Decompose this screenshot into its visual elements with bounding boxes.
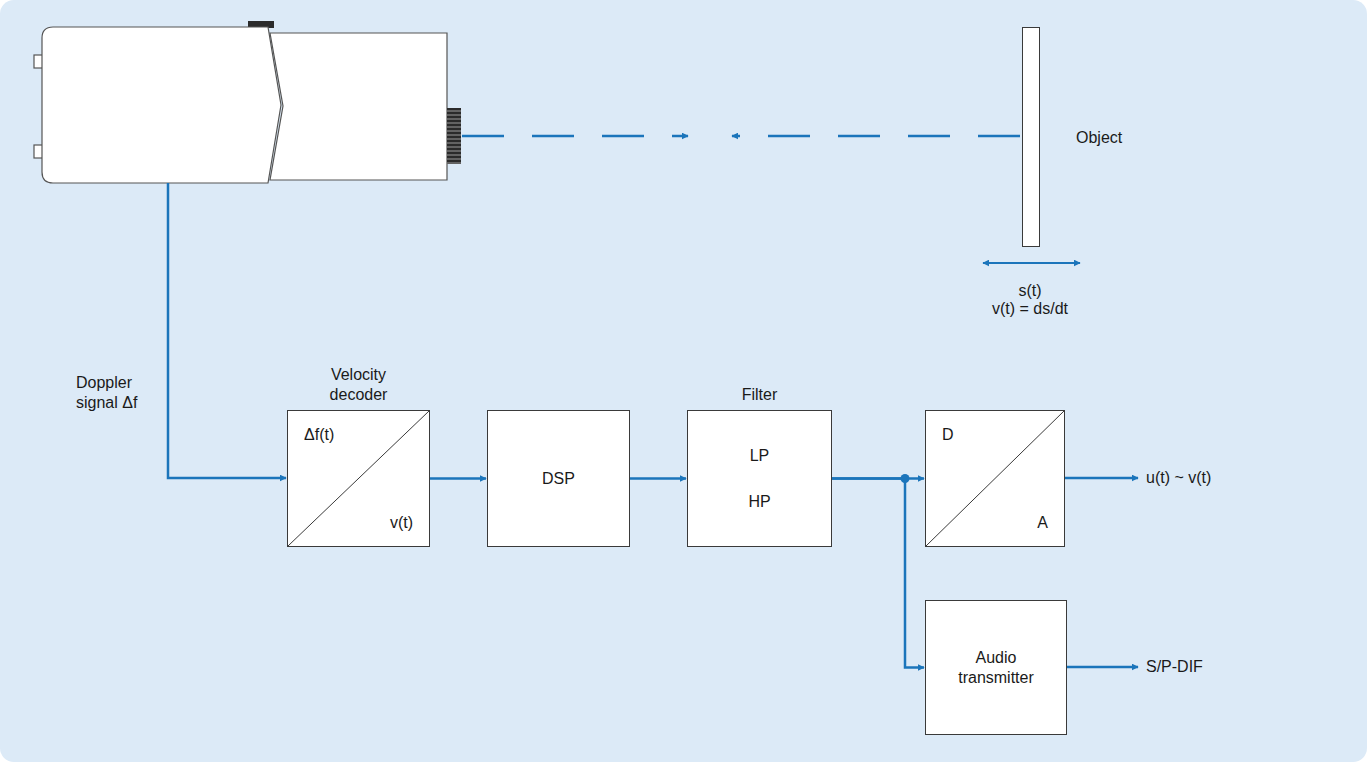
doppler-wire <box>168 183 286 478</box>
output-arrow <box>1065 666 1138 669</box>
block-heading: Velocity decoder <box>303 365 415 405</box>
converter-box: DA <box>925 410 1065 547</box>
velocity-decoder-box: Velocity decoderΔf(t)v(t) <box>287 410 430 547</box>
dsp-box: DSP <box>487 410 630 547</box>
block-text: Δf(t) <box>304 425 334 444</box>
laser-beam <box>462 135 1020 138</box>
output-arrow <box>1065 477 1138 480</box>
junction-dot <box>901 474 910 483</box>
output-signal: u(t) ~ v(t) <box>1146 468 1211 488</box>
block-text: v(t) <box>390 513 413 532</box>
block-heading: Object <box>1076 128 1122 148</box>
block-text: HP <box>748 492 770 511</box>
motion-arrow <box>983 262 1080 264</box>
signal-name: Doppler signal Δf <box>76 373 156 413</box>
sensor-head <box>34 21 461 183</box>
signal-arrow <box>630 477 686 480</box>
output-signal: S/P-DIF <box>1146 657 1203 677</box>
displacement-label: s(t) <box>1018 281 1041 301</box>
block-text: A <box>1037 513 1048 532</box>
block-heading: Filter <box>742 385 778 405</box>
audio-transmitter-box: Audio transmitter <box>925 600 1067 735</box>
filter-box: FilterLPHP <box>687 410 832 547</box>
velocity-formula: v(t) = ds/dt <box>992 299 1068 319</box>
signal-arrow <box>430 477 486 480</box>
block-text: DSP <box>542 469 575 488</box>
object-plate: Object <box>1022 27 1040 247</box>
block-text: Audio transmitter <box>941 648 1051 686</box>
block-text: LP <box>750 446 770 465</box>
signal-arrow <box>832 479 924 668</box>
block-text: D <box>942 425 954 444</box>
